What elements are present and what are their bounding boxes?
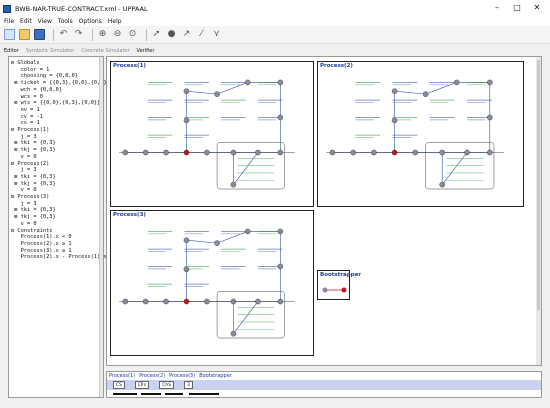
tree-item[interactable]: choosing = {0,0,0} [11, 73, 78, 80]
tree-item[interactable]: cv = -1 [11, 113, 43, 120]
tree-item[interactable]: j = 3 [11, 133, 37, 140]
tree-item[interactable]: wcs = 0 [11, 93, 43, 100]
tree-item[interactable]: ⊞ tki = {0,3} [11, 140, 56, 147]
close-button[interactable]: ✕ [533, 3, 541, 12]
tree-item[interactable]: color = 1 [11, 66, 50, 73]
variables-tree: ⊟ Globals color = 1 choosing = {0,0,0} ⊞… [8, 56, 114, 398]
redo-icon[interactable]: ↷ [74, 29, 83, 39]
menu-tools[interactable]: Tools [57, 18, 73, 25]
trace-tab-process-3[interactable]: Process(3) [169, 373, 196, 379]
tree-item[interactable]: ⊟ Globals [11, 60, 40, 66]
tree-item[interactable]: j = 3 [11, 200, 37, 207]
trace-chip[interactable]: ChS [159, 381, 175, 389]
process-3-panel[interactable]: Process(3) [110, 210, 314, 356]
tree-item[interactable]: v = 0 [11, 187, 37, 194]
tree-item[interactable]: Process(2).x ≥ 1 [11, 240, 72, 247]
sidebar-scrollbar[interactable] [99, 57, 103, 397]
panel-title-bootstrapper: Bootstrapper [320, 272, 362, 278]
panel-title-process-3: Process(3) [113, 212, 146, 218]
menu-view[interactable]: View [37, 18, 52, 25]
tree-item[interactable]: ⊞ ticket = {{0,3},{0,0},{0,3}} [11, 80, 110, 87]
toolbar-separator [92, 28, 93, 41]
trace-tab-process-1[interactable]: Process(1) [109, 373, 136, 379]
tree-item[interactable]: Process(2).x - Process(1).x > [11, 254, 114, 261]
system-canvas[interactable]: Process(1) Process(2) Process(3) Bootstr… [106, 56, 542, 366]
tree-item[interactable]: ⊞ tkj = {0,3} [11, 180, 56, 187]
bootstrapper-automaton [322, 287, 347, 293]
trace-chip[interactable]: CS [113, 381, 125, 389]
canvas-scrollbar-thumb[interactable] [537, 60, 540, 310]
tree-item[interactable]: v = 0 [11, 153, 37, 160]
location-icon[interactable]: ● [167, 29, 176, 39]
menu-bar: File Edit View Tools Options Help [0, 17, 550, 26]
bootstrapper-panel[interactable]: Bootstrapper [317, 270, 361, 300]
trace-chips: CS LTrs ChS 3 [107, 380, 541, 390]
panel-title-process-2: Process(2) [320, 63, 353, 69]
process-1-automaton [119, 79, 295, 190]
tab-editor[interactable]: Editor [4, 48, 19, 54]
tree-item[interactable]: ov = 1 [11, 106, 40, 113]
minimize-button[interactable]: – [495, 3, 499, 12]
toolbar-separator [146, 28, 147, 41]
tree-item[interactable]: ⊟ Process(3) [11, 194, 50, 201]
tree-item[interactable]: Process(3).x ≥ 1 [11, 247, 72, 254]
edge-icon[interactable]: ↗ [182, 29, 191, 39]
panel-title-process-1: Process(1) [113, 63, 146, 69]
tab-verifier[interactable]: Verifier [136, 48, 155, 54]
tree-item[interactable]: ⊞ wts = {{0,0},{0,3},{0,0}} [11, 100, 101, 107]
tree-item[interactable]: ⊞ tkj = {0,3} [11, 214, 56, 221]
menu-file[interactable]: File [4, 18, 15, 25]
canvas-scrollbar[interactable] [536, 57, 541, 365]
trace-bar [113, 393, 137, 395]
tree-item[interactable]: wch = {0,0,0} [11, 86, 63, 93]
undo-icon[interactable]: ↶ [59, 29, 68, 39]
tab-symbolic-simulator[interactable]: Symbolic Simulator [25, 48, 75, 54]
tree-item[interactable]: ⊞ tkj = {0,3} [11, 147, 56, 154]
menu-options[interactable]: Options [78, 18, 102, 25]
trace-bar [189, 393, 219, 395]
process-3-automaton [119, 228, 295, 339]
tree-item[interactable]: ⊟ Process(2) [11, 160, 50, 167]
maximize-button[interactable]: □ [513, 3, 521, 12]
trace-tab-bootstrapper[interactable]: Bootstrapper [199, 373, 232, 379]
trace-chip[interactable]: 3 [184, 381, 193, 389]
zoom-fit-icon[interactable]: ⊙ [128, 29, 137, 39]
menu-help[interactable]: Help [107, 18, 122, 25]
tree-item[interactable]: ⊟ Constraints [11, 227, 53, 234]
new-file-icon[interactable] [4, 29, 15, 40]
select-icon[interactable]: ➚ [152, 29, 161, 39]
trace-bar [165, 393, 183, 395]
trace-bars [107, 391, 541, 397]
zoom-in-icon[interactable]: ⊕ [98, 29, 107, 39]
branch-icon[interactable]: ⋎ [213, 29, 220, 39]
tree-item[interactable]: j = 3 [11, 167, 37, 174]
process-1-panel[interactable]: Process(1) [110, 61, 314, 207]
nail-icon[interactable]: ⁄ [200, 29, 203, 39]
main-tabs: Editor Symbolic Simulator Concrete Simul… [0, 44, 550, 54]
title-bar: BWB-NAR-TRUE-CONTRACT.xml - UPPAAL – □ ✕ [0, 0, 550, 17]
zoom-out-icon[interactable]: ⊖ [113, 29, 122, 39]
open-folder-icon[interactable] [19, 29, 30, 40]
tree-item[interactable]: Process(1).x < 0 [11, 234, 72, 241]
trace-chip[interactable]: LTrs [135, 381, 150, 389]
uppaal-app-icon [3, 4, 11, 13]
tree-item[interactable]: ⊟ Process(1) [11, 127, 50, 134]
tree-item[interactable]: cs = 1 [11, 120, 40, 127]
process-2-automaton [326, 79, 505, 190]
toolbar: ↶ ↷ ⊕ ⊖ ⊙ ➚ ● ↗ ⁄ ⋎ [0, 26, 550, 44]
tree-item[interactable]: ⊞ tki = {0,3} [11, 207, 56, 214]
window-title: BWB-NAR-TRUE-CONTRACT.xml - UPPAAL [15, 4, 148, 13]
menu-edit[interactable]: Edit [20, 18, 32, 25]
tree-item[interactable]: v = 0 [11, 220, 37, 227]
tree-item[interactable]: ⊞ tki = {0,3} [11, 173, 56, 180]
trace-panel: Process(1) Process(2) Process(3) Bootstr… [106, 371, 542, 398]
save-icon[interactable] [34, 29, 45, 40]
trace-tabs: Process(1) Process(2) Process(3) Bootstr… [109, 373, 236, 379]
tab-concrete-simulator[interactable]: Concrete Simulator [81, 48, 130, 54]
toolbar-separator [53, 28, 54, 41]
trace-bar [141, 393, 161, 395]
process-2-panel[interactable]: Process(2) [317, 61, 524, 207]
trace-tab-process-2[interactable]: Process(2) [139, 373, 166, 379]
